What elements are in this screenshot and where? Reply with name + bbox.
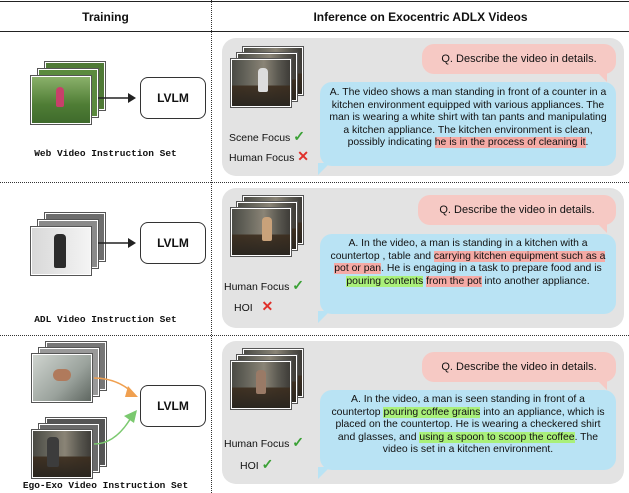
question-bubble: Q. Describe the video in details. [422,352,616,382]
answer-tail [318,467,330,479]
question-bubble: Q. Describe the video in details. [422,44,616,74]
arrow-to-lvlm [98,93,136,103]
question-tail [597,380,607,390]
web-set-label: Web Video Instruction Set [34,148,177,159]
answer-seg: A. The video shows a man standing in fro… [329,87,607,149]
answer-tail [318,311,330,323]
lvlm-box: LVLM [140,385,206,427]
cross-icon: ✕ [297,148,310,164]
hoi-label: HOI ✕ [234,298,274,314]
question-tail [597,223,607,233]
answer-seg: into an appliance, which is placed on th… [335,406,605,443]
check-icon: ✓ [293,128,305,144]
hoi-label: HOI ✓ [240,456,274,472]
exo-video-thumbnail [32,430,92,478]
adl-video-thumbnail [31,227,91,275]
question-tail [597,72,607,82]
egoexo-set-label: Ego-Exo Video Instruction Set [22,480,189,491]
answer-highlight-green: pouring contents [346,275,424,287]
check-icon: ✓ [261,456,274,472]
ego-video-thumbnail [32,354,92,402]
training-header: Training [82,10,129,24]
answer-highlight-red: from the pot [426,275,482,287]
answer-seg: . He is engaging in a task to prepare fo… [381,263,602,275]
answer-highlight-green: using a spoon to scoop the coffee [419,431,575,443]
human-focus-label: Human Focus ✓ [224,277,305,293]
inference-header: Inference on Exocentric ADLX Videos [313,10,528,24]
lvlm-box: LVLM [140,222,206,264]
top-rule [0,1,629,2]
answer-seg: A. In the video, a man is standing in a … [330,238,588,262]
answer-bubble: A. In the video, a man is seen standing … [320,390,616,470]
answer-tail [318,163,330,175]
kitchen-video-thumbnail [231,361,291,409]
kitchen-video-thumbnail [231,59,291,107]
arrow-to-lvlm [98,238,136,248]
check-icon: ✓ [292,434,305,450]
row-divider-2 [0,335,629,336]
golf-video-thumbnail [31,76,91,124]
header-rule [0,31,629,32]
answer-bubble: A. The video shows a man standing in fro… [320,82,616,166]
answer-seg: . The video is set in a kitchen environm… [382,431,599,456]
answer-seg: . [585,137,589,149]
question-bubble: Q. Describe the video in details. [418,195,616,225]
lvlm-box: LVLM [140,77,206,119]
adl-set-label: ADL Video Instruction Set [34,314,177,325]
answer-seg: A. In the video, a man is seen standing … [331,394,585,418]
cross-icon: ✕ [261,298,274,314]
kitchen-video-thumbnail [231,208,291,256]
scene-focus-label: Scene Focus ✓ [229,128,305,144]
answer-bubble: A. In the video, a man is standing in a … [320,234,616,314]
answer-seg: into another appliance. [481,275,590,287]
answer-highlight-red: he is in the process of cleaning it [434,137,586,149]
row-divider-1 [0,182,629,183]
arrows-to-lvlm [93,377,138,445]
check-icon: ✓ [292,277,305,293]
vertical-divider [211,0,212,493]
human-focus-label: Human Focus ✕ [229,148,310,164]
answer-highlight-green: pouring coffee grains [383,406,481,418]
human-focus-label: Human Focus ✓ [224,434,305,450]
